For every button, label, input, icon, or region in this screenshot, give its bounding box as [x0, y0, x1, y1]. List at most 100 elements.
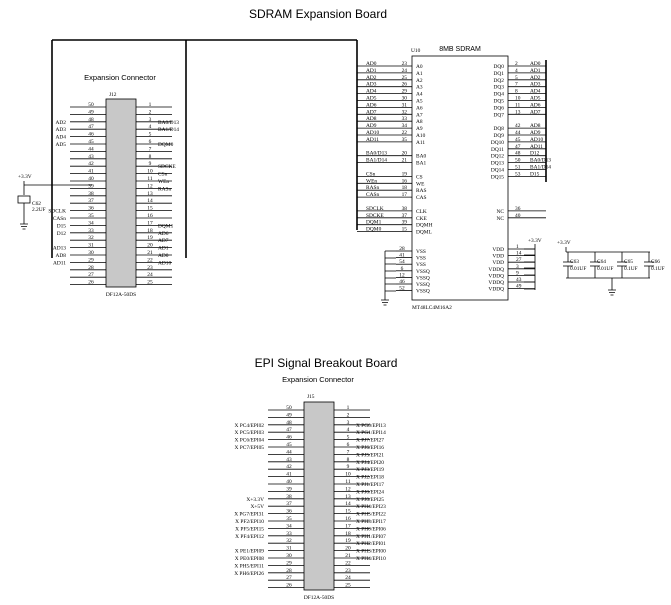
j15-right-pin-num: 12: [345, 486, 351, 492]
j15-left-pin-num: 49: [286, 412, 292, 418]
j15-left-pin-num: 29: [286, 560, 292, 566]
j15-right-pin-num: 17: [345, 523, 351, 529]
j15-right-pin-num: 4: [347, 427, 350, 433]
j15-left-pin-num: 36: [286, 509, 292, 515]
u10-right-pin-num: 5: [515, 75, 518, 81]
j15-left-net: X PE1/EPI09: [235, 549, 265, 555]
u10-right-pin-num: 7: [515, 82, 518, 88]
j12-left-pin-num: 44: [88, 146, 94, 152]
j15-left-pin-num: 39: [286, 486, 292, 492]
j12-left-pin-num: 29: [88, 257, 94, 263]
u10-vss-pin-name: VSSQ: [416, 269, 430, 275]
decap-value: 0.1UF: [651, 266, 665, 272]
epi-connector-label: Expansion Connector: [282, 375, 354, 384]
u10-right-pin-num: 44: [515, 130, 521, 136]
j15-right-net: X PJ2/EPI18: [356, 475, 384, 481]
j12-right-pin-num: 4: [149, 124, 152, 130]
u10-right-pin-name: DQ4: [494, 92, 505, 98]
epi-connector-part: DF12A-50DS: [304, 595, 334, 601]
sdram-board-title: SDRAM Expansion Board: [249, 7, 387, 21]
u10-left-net: AD9: [366, 123, 377, 129]
u10-right-pin-name: DQ5: [494, 99, 505, 105]
j12-left-net: AD11: [53, 260, 66, 266]
cap-c62-value: 2.2UF: [32, 207, 46, 213]
j15-right-pin-num: 21: [345, 553, 351, 559]
u10-vdd-pin-name: VDD: [492, 260, 504, 266]
j15-right-net: X PJ4/EPI20: [356, 460, 384, 466]
j15-right-net: X PH2/EPI01: [356, 541, 386, 547]
j12-left-net: SDCLK: [48, 209, 66, 215]
u10-left-net: CSn: [366, 171, 376, 177]
j12-right-pin-num: 12: [147, 183, 153, 189]
u10-right-pin-name: DQ15: [491, 174, 504, 180]
j15-left-pin-num: 48: [286, 420, 292, 426]
u10-vdd-pin-name: VDDQ: [488, 287, 504, 293]
u10-right-pin-name: DQ13: [491, 161, 504, 167]
j12-left-pin-num: 26: [88, 280, 94, 286]
j15-right-pin-num: 6: [347, 442, 350, 448]
j15-left-pin-num: 43: [286, 457, 292, 463]
j12-left-pin-num: 36: [88, 206, 94, 212]
u10-left-pin-name: A6: [416, 105, 423, 111]
u10-left-pin-name: DQMH: [416, 223, 433, 229]
u10-left-pin-num: 35: [402, 137, 408, 143]
u10-right-pin-num: 2: [515, 61, 518, 67]
j12-right-net: RASn: [158, 186, 171, 192]
j12-left-pin-num: 41: [88, 169, 94, 175]
u10-vdd-pin-name: VDD: [492, 247, 504, 253]
j15-left-pin-num: 46: [286, 435, 292, 441]
j15-left-pin-num: 41: [286, 472, 292, 478]
u10-left-pin-name: A0: [416, 64, 423, 70]
u10-right-pin-name: DQ9: [494, 133, 505, 139]
u10-right-net: AD3: [530, 82, 541, 88]
u10-right-pin-name: DQ7: [494, 112, 505, 118]
j12-left-net: CASn: [53, 216, 66, 222]
u10-right-pin-num: 53: [515, 171, 521, 177]
u10-left-net: AD4: [366, 89, 377, 95]
sdram-connector-pins: 504948AD247AD346AD445AD54443424140393837…: [48, 102, 179, 286]
u10-left-pin-name: BA0: [416, 154, 426, 160]
u10-right-pin-num: 11: [515, 102, 520, 108]
j15-left-pin-num: 47: [286, 427, 292, 433]
j15-right-pin-num: 20: [345, 546, 351, 552]
j15-right-pin-num: 7: [347, 449, 350, 455]
j15-right-net: X PJ0/EPI24: [356, 489, 384, 495]
epi-connector-body: [303, 401, 335, 591]
j12-left-net: D12: [57, 231, 67, 237]
j15-left-net: X PH6/EPI26: [234, 571, 264, 577]
j12-right-pin-num: 8: [149, 154, 152, 160]
j12-right-pin-num: 9: [149, 161, 152, 167]
sdram-connector-part: DF12A-50DS: [106, 292, 136, 298]
u10-left-net: AD7: [366, 109, 377, 115]
j12-right-pin-num: 21: [147, 250, 153, 256]
u10-right-pin-name: DQ14: [491, 168, 504, 174]
decap-ref: C65: [624, 259, 633, 265]
u10-right-pin-name: NC: [497, 216, 505, 222]
j15-right-pin-num: 16: [345, 516, 351, 522]
j12-right-pin-num: 10: [147, 169, 153, 175]
u10-right-net: AD9: [530, 130, 541, 136]
j12-right-pin-num: 19: [147, 235, 153, 241]
u10-right-pin-num: 4: [515, 68, 518, 74]
j15-left-pin-num: 40: [286, 479, 292, 485]
u10-left-pin-num: 38: [402, 206, 408, 212]
u10-right-pin-name: DQ6: [494, 105, 505, 111]
u10-left-pin-name: CKE: [416, 216, 427, 222]
j15-left-net: X PC5/EPI03: [234, 430, 264, 436]
j15-right-net: X PJ7/EPI27: [356, 438, 384, 444]
u10-right-pin-name: DQ1: [494, 71, 505, 77]
j15-left-net: X PC4/EPI02: [234, 423, 264, 429]
j15-right-net: X PH0/EPI06: [356, 526, 386, 532]
j15-left-net: X PF4/EPI12: [235, 534, 264, 540]
u10-vss-pin-num: 54: [399, 259, 405, 265]
u10-left-net: BA0/D13: [366, 151, 387, 157]
j15-right-pin-num: 22: [345, 560, 351, 566]
u10-vss-pin-name: VSSQ: [416, 289, 430, 295]
j12-right-net: BA1/D14: [158, 127, 179, 133]
j15-right-net: X PJ6/EPI16: [356, 445, 384, 451]
j12-right-pin-num: 15: [147, 206, 153, 212]
j15-right-net: X PH4/EPI23: [356, 504, 386, 510]
u10-left-pin-name: A7: [416, 112, 423, 118]
u10-vss-pin-num: 28: [399, 246, 405, 252]
u10-left-net: AD6: [366, 102, 377, 108]
